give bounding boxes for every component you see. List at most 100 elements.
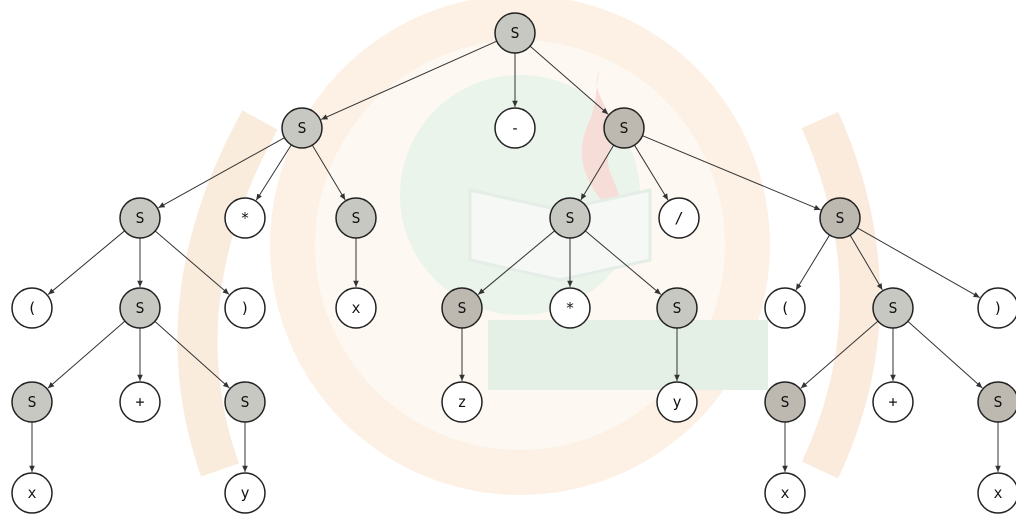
- tree-edge-n1-n4: [158, 137, 285, 209]
- tree-edge-n11-n20: [47, 320, 126, 389]
- logo-flame: [581, 70, 620, 215]
- nonterminal-node-n7: S: [549, 197, 591, 239]
- node-circle: [656, 381, 698, 423]
- terminal-node-n28: x: [11, 472, 53, 514]
- college-logo-watermark: [177, 0, 880, 495]
- node-circle: [281, 107, 323, 149]
- node-label: S: [135, 209, 144, 227]
- nonterminal-node-n3: S: [603, 107, 645, 149]
- tree-edge-n9-n17: [795, 234, 830, 291]
- tree-edge-n11-n22: [154, 320, 230, 389]
- node-circle: [335, 197, 377, 239]
- terminal-node-n8: /: [658, 197, 700, 239]
- terminal-node-n15: *: [549, 287, 591, 329]
- node-label: x: [780, 484, 789, 502]
- node-label: (: [27, 299, 36, 317]
- nonterminal-node-n20: S: [11, 381, 53, 423]
- node-circle: [335, 287, 377, 329]
- node-circle: [603, 107, 645, 149]
- nonterminal-node-n1: S: [281, 107, 323, 149]
- node-circle: [872, 381, 914, 423]
- terminal-node-n26: +: [872, 381, 914, 423]
- nonterminal-node-n16: S: [656, 287, 698, 329]
- node-label: x: [351, 299, 360, 317]
- node-label: S: [297, 119, 306, 137]
- node-circle: [11, 381, 53, 423]
- node-circle: [764, 287, 806, 329]
- node-circle: [224, 197, 266, 239]
- node-label: x: [993, 484, 1002, 502]
- node-label: -: [510, 119, 519, 137]
- node-label: ): [993, 299, 1002, 317]
- tree-edge-n18-n27: [907, 320, 983, 389]
- nonterminal-node-n14: S: [441, 287, 483, 329]
- node-label: ): [240, 299, 249, 317]
- tree-edge-n3-n9: [642, 135, 821, 211]
- terminal-node-n13: x: [335, 287, 377, 329]
- terminal-node-n10: (: [11, 287, 53, 329]
- tree-edge-n4-n10: [47, 230, 125, 295]
- nonterminal-node-n9: S: [819, 197, 861, 239]
- tree-edge-n0-n3: [529, 45, 609, 115]
- tree-edge-n3-n8: [634, 144, 669, 201]
- nonterminal-node-n27: S: [977, 381, 1016, 423]
- node-label: S: [240, 393, 249, 411]
- nonterminal-node-n0: S: [494, 12, 536, 54]
- logo-right-arc: [801, 111, 880, 479]
- node-circle: [658, 197, 700, 239]
- tree-edge-n9-n18: [849, 234, 883, 291]
- node-label: S: [835, 209, 844, 227]
- tree-edge-n9-n19: [857, 227, 981, 299]
- node-circle: [224, 381, 266, 423]
- terminal-node-n21: +: [119, 381, 161, 423]
- node-label: y: [672, 393, 681, 411]
- nonterminal-node-n25: S: [764, 381, 806, 423]
- terminal-node-n2: -: [494, 107, 536, 149]
- node-circle: [11, 472, 53, 514]
- node-circle: [494, 12, 536, 54]
- node-circle: [494, 107, 536, 149]
- node-circle: [819, 197, 861, 239]
- nonterminal-node-n22: S: [224, 381, 266, 423]
- tree-edge-n3-n7: [580, 144, 615, 201]
- tree-edge-n7-n16: [584, 230, 662, 295]
- node-circle: [549, 287, 591, 329]
- node-label: /: [674, 209, 683, 227]
- node-circle: [656, 287, 698, 329]
- terminal-node-n24: y: [656, 381, 698, 423]
- nonterminal-node-n4: S: [119, 197, 161, 239]
- node-circle: [11, 287, 53, 329]
- node-circle: [119, 197, 161, 239]
- terminal-node-n12: ): [224, 287, 266, 329]
- node-circle: [977, 287, 1016, 329]
- nonterminal-node-n18: S: [872, 287, 914, 329]
- node-label: *: [565, 299, 574, 317]
- tree-edge-n7-n14: [477, 230, 555, 295]
- node-label: +: [888, 393, 897, 411]
- node-circle: [764, 472, 806, 514]
- node-circle: [119, 381, 161, 423]
- node-label: +: [135, 393, 144, 411]
- terminal-node-n29: y: [224, 472, 266, 514]
- node-label: S: [993, 393, 1002, 411]
- node-label: S: [27, 393, 36, 411]
- terminal-node-n19: ): [977, 287, 1016, 329]
- node-circle: [872, 287, 914, 329]
- tree-edges: [29, 40, 1001, 472]
- node-label: y: [240, 484, 249, 502]
- tree-edge-n1-n6: [311, 144, 346, 201]
- node-label: x: [27, 484, 36, 502]
- node-label: S: [672, 299, 681, 317]
- node-circle: [441, 287, 483, 329]
- node-label: S: [780, 393, 789, 411]
- node-label: S: [457, 299, 466, 317]
- node-label: S: [351, 209, 360, 227]
- tree-edge-n4-n12: [154, 230, 230, 295]
- node-circle: [977, 381, 1016, 423]
- tree-edge-n18-n25: [800, 320, 879, 389]
- terminal-node-n31: x: [977, 472, 1016, 514]
- node-label: *: [240, 209, 249, 227]
